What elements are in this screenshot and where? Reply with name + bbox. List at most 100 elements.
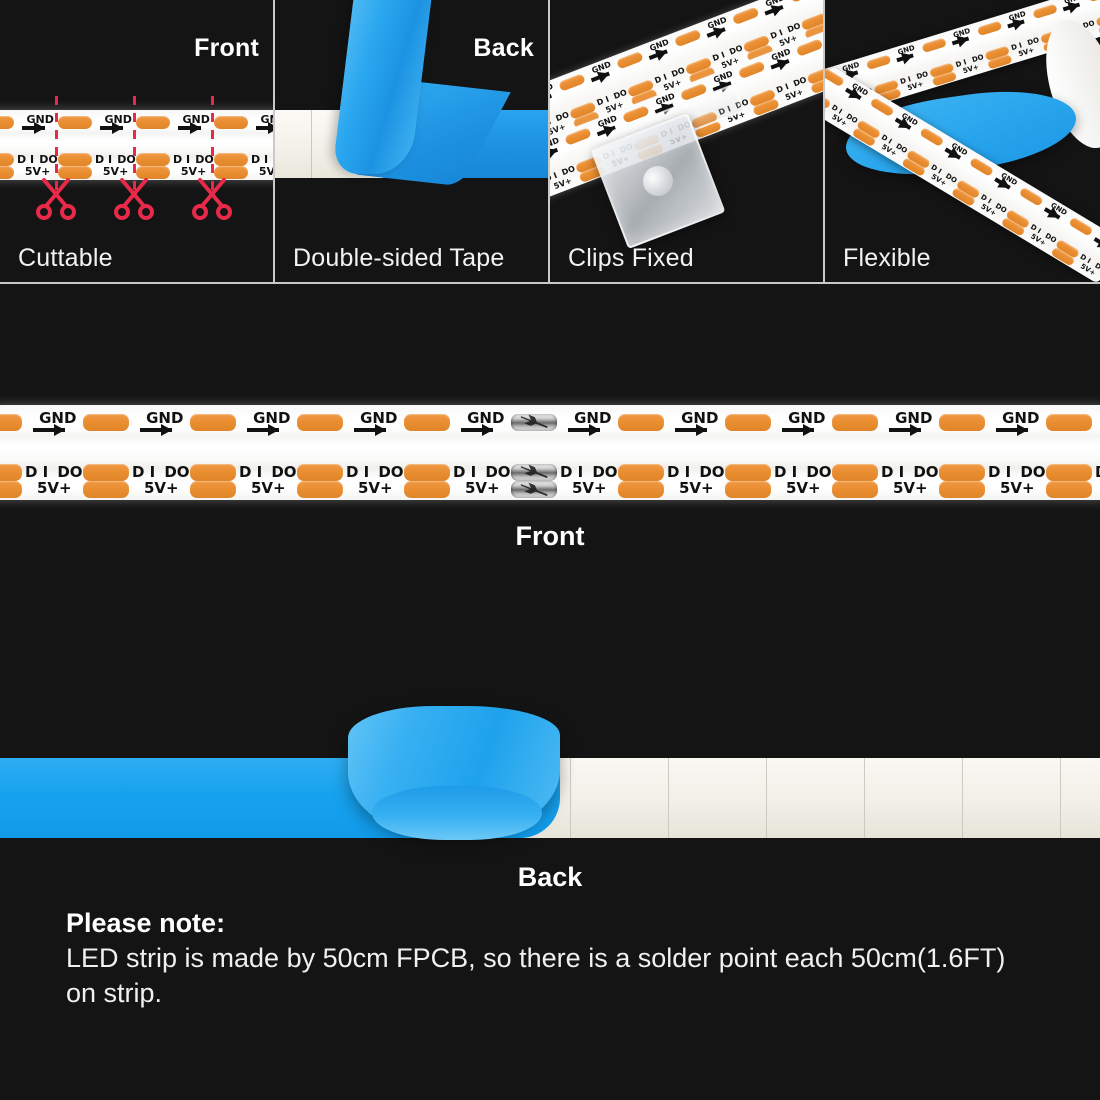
strip-label-do: DO [592,462,618,481]
led-pad [725,463,771,481]
strip-label-gnd: GND [260,113,273,127]
led-pad [136,153,170,167]
led-pad [618,463,664,481]
feature-caption-double-sided-tape: Double-sided Tape [293,244,505,272]
feature-caption-cuttable: Cuttable [18,244,113,272]
led-pad [58,153,92,167]
strip-label-5v: 5V+ [678,479,714,497]
strip-label-5v: 5V+ [102,165,129,178]
led-pad [832,413,878,431]
strip-label-di: D I [453,462,477,481]
led-pad [58,166,92,179]
led-pad [83,463,129,481]
strip-label-5v: 5V+ [357,479,393,497]
strip-label-do: DO [117,153,136,167]
led-pad [1032,3,1058,19]
strip-label-5v: 5V+ [906,79,925,93]
led-pad [404,463,450,481]
scissors-icon [114,178,154,220]
led-pad [1046,463,1092,481]
strip-label-gnd: GND [104,113,132,127]
led-pad [921,36,947,53]
led-pad [297,481,343,498]
strip-label-do: DO [915,69,930,81]
strip-label-di: D I [251,153,269,167]
backing-segment-line [766,758,767,838]
strip-label-do: DO [271,462,297,481]
led-pad [214,116,248,130]
strip-label-5v: 5V+ [961,62,980,76]
backing-segment-line [668,758,669,838]
led-pad [618,481,664,498]
strip-label-do: DO [485,462,511,481]
led-pad [558,73,586,92]
led-pad [1018,186,1045,207]
led-pad [673,28,702,48]
strip-label-5v: 5V+ [464,479,500,497]
strip-label-do: DO [195,153,214,167]
strip-label-gnd: GND [146,408,184,427]
strip-label-di: D I [25,462,49,481]
backing-segment-line [962,758,963,838]
strip-label-di: D I [173,153,191,167]
solder-point [511,463,557,481]
led-pad [0,166,14,179]
led-pad [825,89,832,110]
strip-label-do: DO [1020,462,1046,481]
led-pad [618,413,664,431]
strip-label-5v: 5V+ [143,479,179,497]
cut-line [55,96,58,198]
led-pad [939,413,985,431]
front-view-caption: Front [515,521,585,551]
led-pad [297,413,343,431]
strip-label-5v: 5V+ [892,479,928,497]
led-pad [404,481,450,498]
led-pad [832,481,878,498]
led-pad [297,463,343,481]
back-tape-peel-underside [372,786,542,840]
cut-line [133,96,136,198]
led-pad [214,166,248,179]
strip-label-5v: 5V+ [571,479,607,497]
strip-label-di: D I [239,462,263,481]
strip-label-gnd: GND [574,408,612,427]
face-label-front: Front [194,34,259,62]
led-pad [0,153,14,167]
strip-label-gnd: GND [39,408,77,427]
led-pad [136,116,170,130]
solder-point [511,413,557,431]
led-pad [190,463,236,481]
led-pad [1046,413,1092,431]
strip-label-5v: 5V+ [24,165,51,178]
strip-label-gnd: GND [681,408,719,427]
led-pad [1046,481,1092,498]
led-pad [725,413,771,431]
strip-label-gnd: GND [895,408,933,427]
strip-label-di: D I [774,462,798,481]
led-pad [725,481,771,498]
led-pad [214,153,248,167]
back-view-caption: Back [517,862,583,892]
led-pad [136,166,170,179]
led-pad [58,116,92,130]
led-pad [1068,216,1094,237]
strip-label-di: D I [667,462,691,481]
strip-label-do: DO [913,462,939,481]
led-pad [865,53,892,70]
led-pad [615,50,644,70]
face-label-back: Back [473,34,534,62]
strip-label-do: DO [806,462,832,481]
strip-label-5v: 5V+ [36,479,72,497]
strip-label-di: D I [346,462,370,481]
strip-label-gnd: GND [26,113,54,127]
strip-label-do: DO [378,462,404,481]
backing-segment-line [1060,758,1061,838]
led-pad [1087,0,1100,2]
strip-label-di: D I [95,153,113,167]
strip-label-do: DO [57,462,83,481]
led-pad [190,481,236,498]
strip-label-do: DO [699,462,725,481]
